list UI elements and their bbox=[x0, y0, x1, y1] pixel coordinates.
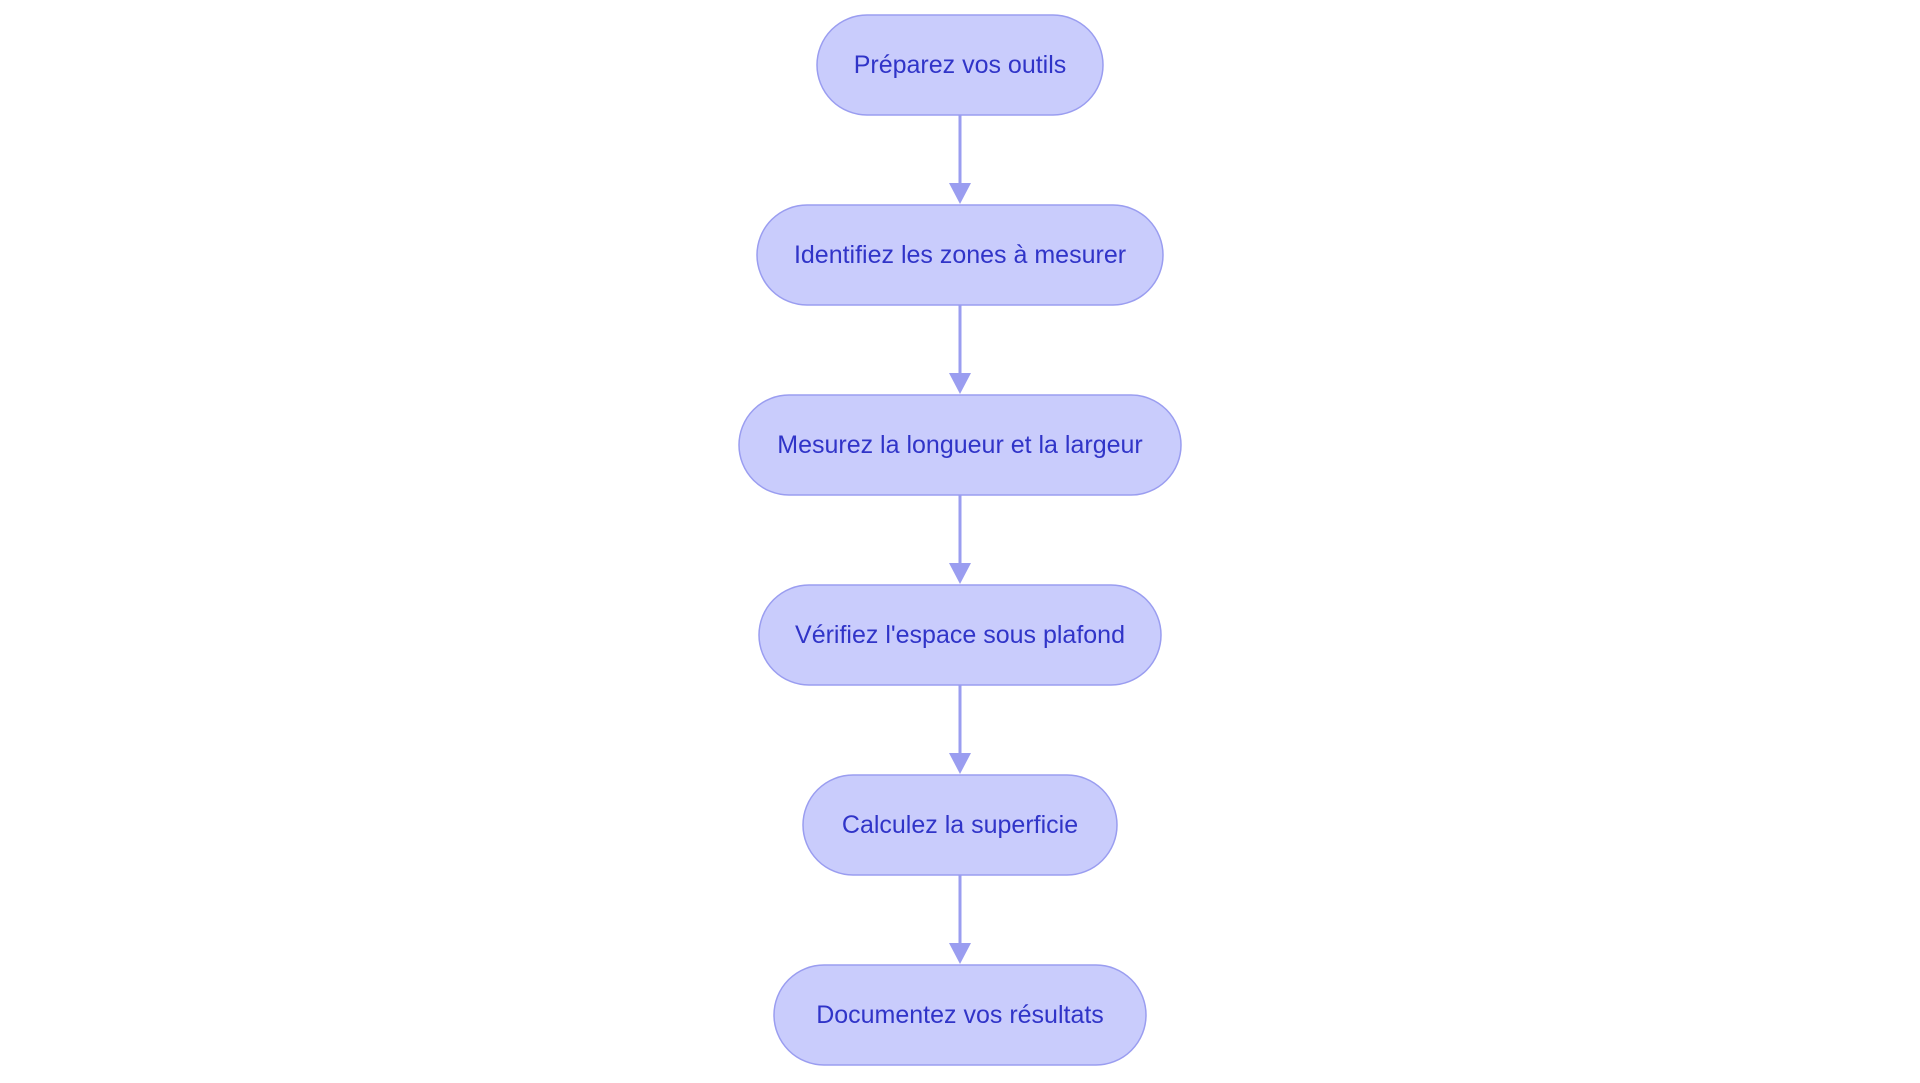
arrowhead-icon bbox=[949, 183, 971, 204]
node-check-ceiling-space: Vérifiez l'espace sous plafond bbox=[758, 584, 1162, 686]
node-box bbox=[773, 964, 1147, 1066]
arrowhead-icon bbox=[949, 373, 971, 394]
node-box bbox=[738, 394, 1182, 496]
node-label: Calculez la superficie bbox=[842, 811, 1078, 839]
node-label: Documentez vos résultats bbox=[816, 1001, 1104, 1029]
edge-5 bbox=[949, 875, 971, 964]
arrowhead-icon bbox=[949, 563, 971, 584]
edge-4 bbox=[949, 685, 971, 774]
node-box bbox=[802, 774, 1118, 876]
node-label: Mesurez la longueur et la largeur bbox=[777, 431, 1142, 459]
node-box bbox=[816, 14, 1104, 116]
node-label: Identifiez les zones à mesurer bbox=[794, 241, 1126, 269]
node-label: Préparez vos outils bbox=[854, 51, 1067, 79]
arrowhead-icon bbox=[949, 753, 971, 774]
edge-1 bbox=[949, 115, 971, 204]
node-identify-zones: Identifiez les zones à mesurer bbox=[756, 204, 1164, 306]
node-label: Vérifiez l'espace sous plafond bbox=[795, 621, 1125, 649]
node-measure-length-width: Mesurez la longueur et la largeur bbox=[738, 394, 1182, 496]
edge-2 bbox=[949, 305, 971, 394]
node-box bbox=[756, 204, 1164, 306]
node-document-results: Documentez vos résultats bbox=[773, 964, 1147, 1066]
node-calculate-area: Calculez la superficie bbox=[802, 774, 1118, 876]
edge-3 bbox=[949, 495, 971, 584]
node-prepare-tools: Préparez vos outils bbox=[816, 14, 1104, 116]
arrowhead-icon bbox=[949, 943, 971, 964]
node-box bbox=[758, 584, 1162, 686]
